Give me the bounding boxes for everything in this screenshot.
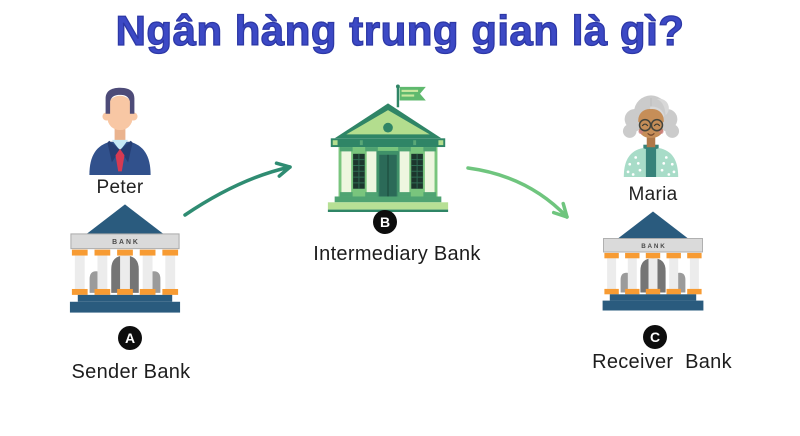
receiver-bank-building-icon: BANK	[602, 211, 704, 311]
arrow-sender-to-intermediary-icon	[183, 161, 292, 217]
receiver-bank-sign: BANK	[641, 243, 666, 250]
sender-bank-sign: BANK	[112, 239, 140, 246]
receiver-bank-label: Receiver Bank	[592, 351, 732, 373]
sender-bank-label: Sender Bank	[71, 361, 191, 383]
sender-person-label: Peter	[96, 177, 144, 198]
sender-bank-building-icon: BANK	[69, 204, 181, 313]
receiver-bank-badge: C	[643, 325, 667, 349]
sender-bank-badge: A	[118, 326, 142, 350]
intermediary-bank-building-icon	[327, 84, 449, 212]
elderly-woman-icon	[622, 95, 680, 177]
page-title: Ngân hàng trung gian là gì?	[115, 6, 685, 54]
intermediary-bank-label: Intermediary Bank	[313, 243, 481, 265]
arrow-intermediary-to-receiver-icon	[466, 166, 569, 219]
intermediary-bank-badge: B	[373, 210, 397, 234]
receiver-person-label: Maria	[628, 184, 678, 205]
businessman-icon	[89, 87, 151, 175]
